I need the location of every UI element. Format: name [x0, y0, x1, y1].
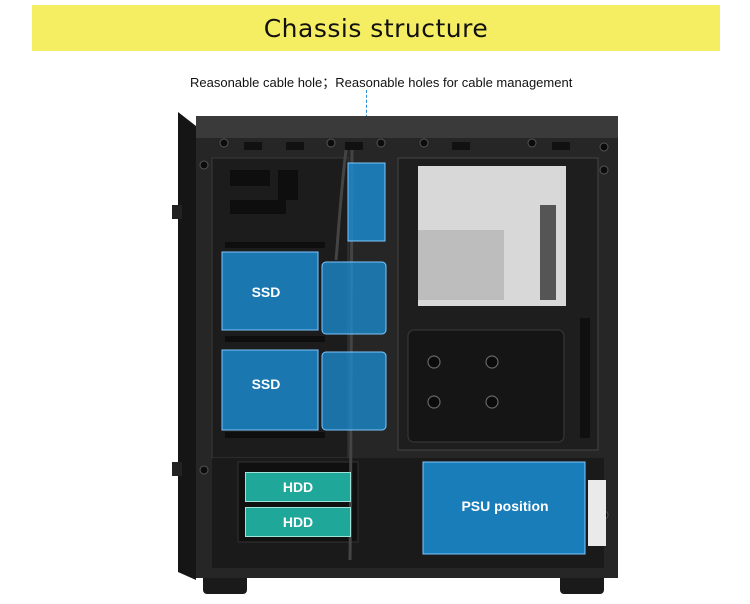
psu-highlight: [422, 461, 586, 555]
drive-bay-cutouts: [225, 170, 325, 438]
front-screw-bottom: [172, 462, 182, 476]
ssd-top-label: SSD: [251, 284, 281, 300]
psu-rear-opening: [588, 480, 606, 546]
top-vents: [244, 142, 570, 150]
front-panel: [178, 112, 196, 580]
psu-label: PSU position: [461, 498, 549, 514]
cable-hole-caption: Reasonable cable hole；Reasonable holes f…: [190, 75, 573, 90]
title-banner: Chassis structure: [32, 5, 720, 51]
mb-standoff-plate: [407, 329, 565, 443]
ssd-top-highlight: [221, 251, 319, 331]
top-screws: [199, 138, 609, 520]
ssd-top-back-highlight: [321, 261, 387, 335]
ssd-bottom-label: SSD: [251, 376, 281, 392]
hdd-bottom-label: HDD: [282, 514, 314, 530]
page-title: Chassis structure: [263, 14, 489, 43]
rear-vent-mesh: [540, 205, 556, 300]
expansion-slots: [580, 318, 590, 438]
front-screw-top: [172, 205, 182, 219]
hdd-top-label: HDD: [282, 479, 314, 495]
cutout-shadow: [418, 230, 504, 300]
hdd-bottom-box: HDD: [245, 507, 351, 537]
cable-hole-highlight: [347, 162, 386, 242]
hdd-top-box: HDD: [245, 472, 351, 502]
ssd-bottom-back-highlight: [321, 351, 387, 431]
mb-standoffs: [427, 355, 499, 409]
top-panel: [196, 116, 618, 138]
ssd-bottom-highlight: [221, 349, 319, 431]
